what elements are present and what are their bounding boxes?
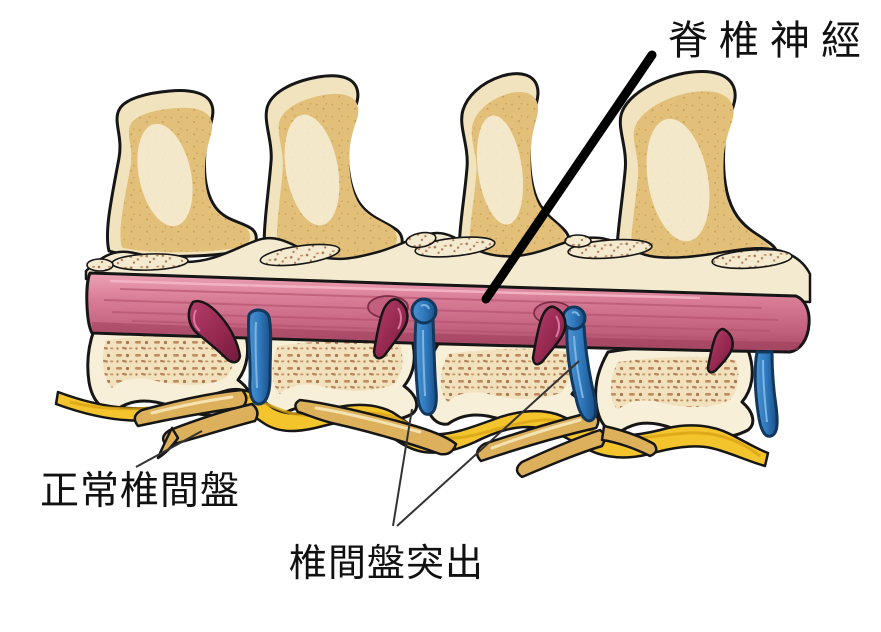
nerve-branches-middle xyxy=(475,410,658,479)
leader-line-normal-disc xyxy=(135,430,203,468)
nerve-root-1 xyxy=(246,308,273,406)
leader-line-herniated-disc-right xyxy=(396,360,580,527)
facet-ridge-speckles xyxy=(86,231,793,272)
spinous-process-2 xyxy=(262,74,404,267)
nerve-root-4 xyxy=(753,350,779,438)
leader-line-herniated-disc-left xyxy=(392,408,413,527)
vertebral-body-1 xyxy=(86,322,253,417)
annotation-lines xyxy=(135,50,657,527)
disc-protrusion-1 xyxy=(187,299,242,364)
pointer-line-spinal-nerve xyxy=(481,50,657,304)
cord-highlight-line xyxy=(109,279,701,300)
spinous-process-1 xyxy=(105,89,258,258)
nerve-roots xyxy=(246,297,779,438)
facet-ridge xyxy=(84,231,812,304)
spinous-processes xyxy=(105,70,780,292)
label-herniated-disc: 椎間盤突出 xyxy=(289,541,485,585)
label-normal-disc: 正常椎間盤 xyxy=(40,469,241,514)
nerve-root-3 xyxy=(561,305,598,423)
disc-protrusion-2 xyxy=(372,298,409,360)
disc-protrusions xyxy=(187,298,734,374)
label-spinal-nerve: 脊椎神經 xyxy=(668,18,872,64)
disc-protrusion-3 xyxy=(531,305,567,366)
vertebral-body-4 xyxy=(594,344,755,439)
nerve-root-2 xyxy=(410,297,438,416)
disc-protrusion-4 xyxy=(706,327,734,374)
